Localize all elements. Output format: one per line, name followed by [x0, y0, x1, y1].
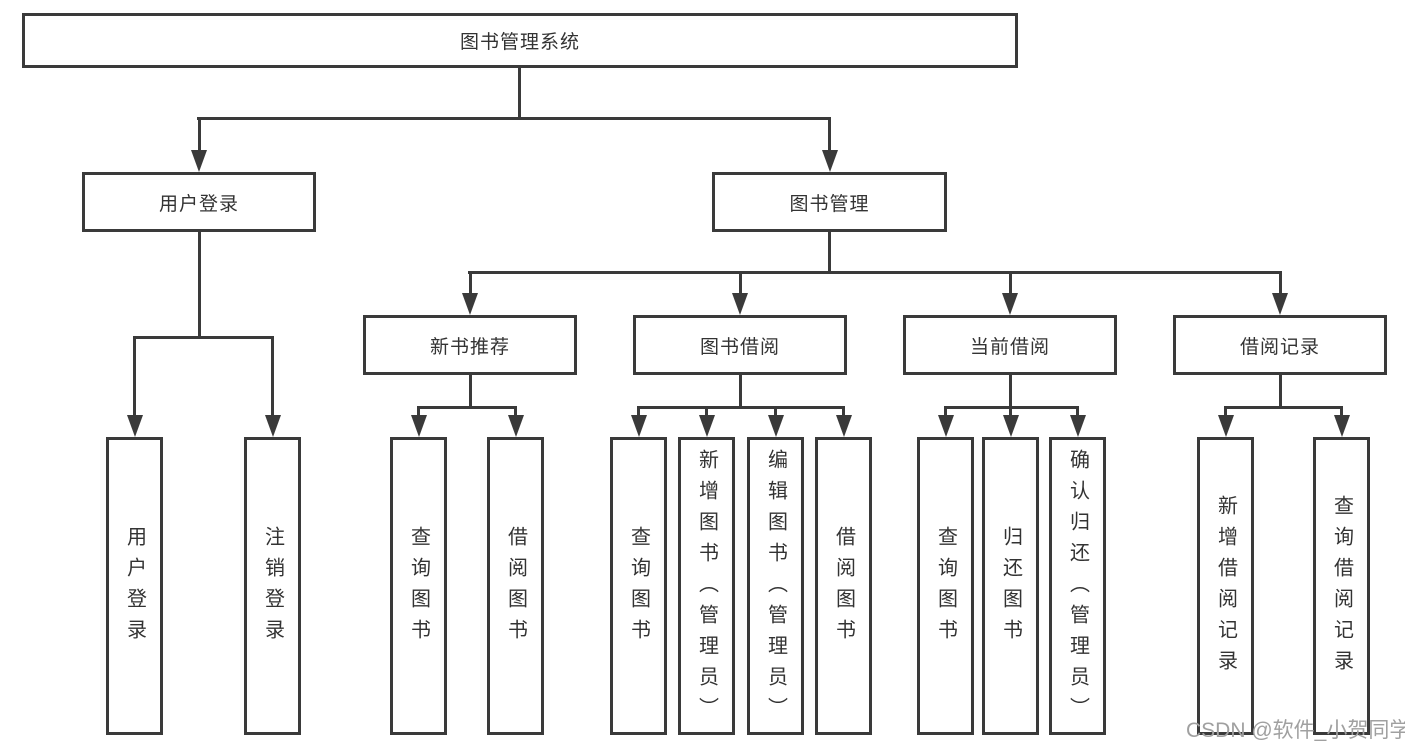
connector-book-management-stub — [828, 232, 831, 272]
leaf-add-book-admin: 新增图书（管理员） — [678, 437, 735, 735]
connector-drop-leaf — [944, 406, 947, 418]
connector-records-bus — [1224, 406, 1343, 409]
leaf-query-books-borrow: 查询图书 — [610, 437, 667, 735]
leaf-edit-book-admin: 编辑图书（管理员） — [747, 437, 804, 735]
connector-recommend-stub — [469, 375, 472, 407]
arrowhead-icon — [938, 415, 954, 437]
connector-drop-records — [1279, 271, 1282, 295]
leaf-borrow-books: 借阅图书 — [815, 437, 872, 735]
connector-drop-leaf — [637, 406, 640, 418]
arrowhead-icon — [699, 415, 715, 437]
connector-drop-leaf — [271, 336, 274, 420]
node-new-book-recommend: 新书推荐 — [363, 315, 577, 375]
leaf-query-books-current: 查询图书 — [917, 437, 974, 735]
arrowhead-icon — [732, 293, 748, 315]
leaf-user-login: 用户登录 — [106, 437, 163, 735]
arrowhead-icon — [836, 415, 852, 437]
arrowhead-icon — [127, 415, 143, 437]
leaf-query-borrow-record: 查询借阅记录 — [1313, 437, 1370, 735]
node-current-borrow: 当前借阅 — [903, 315, 1117, 375]
connector-drop-user-login — [198, 117, 201, 156]
connector-recommend-bus — [417, 406, 517, 409]
arrowhead-icon — [1003, 415, 1019, 437]
node-borrow-records: 借阅记录 — [1173, 315, 1387, 375]
connector-drop-current — [1009, 271, 1012, 295]
arrowhead-icon — [508, 415, 524, 437]
connector-drop-leaf — [1224, 406, 1227, 418]
arrowhead-icon — [1272, 293, 1288, 315]
arrowhead-icon — [1218, 415, 1234, 437]
leaf-return-book: 归还图书 — [982, 437, 1039, 735]
connector-borrow-bus — [637, 406, 845, 409]
connector-user-login-stub — [198, 232, 201, 337]
node-book-borrow: 图书借阅 — [633, 315, 847, 375]
connector-user-login-bus — [133, 336, 274, 339]
connector-level1-bus — [197, 117, 831, 120]
connector-drop-leaf — [1076, 406, 1079, 418]
arrowhead-icon — [411, 415, 427, 437]
connector-drop-leaf — [842, 406, 845, 418]
node-root: 图书管理系统 — [22, 13, 1018, 68]
connector-drop-leaf — [1340, 406, 1343, 418]
connector-drop-recommend — [469, 271, 472, 295]
arrowhead-icon — [1002, 293, 1018, 315]
connector-drop-leaf — [705, 406, 708, 418]
arrowhead-icon — [768, 415, 784, 437]
connector-current-stub — [1009, 375, 1012, 407]
arrowhead-icon — [631, 415, 647, 437]
connector-records-stub — [1279, 375, 1282, 407]
connector-drop-leaf — [514, 406, 517, 418]
connector-root-stub — [518, 68, 521, 118]
leaf-logout: 注销登录 — [244, 437, 301, 735]
arrowhead-icon — [822, 150, 838, 172]
connector-drop-leaf — [774, 406, 777, 418]
arrowhead-icon — [1070, 415, 1086, 437]
connector-borrow-stub — [739, 375, 742, 407]
arrowhead-icon — [265, 415, 281, 437]
connector-drop-borrow — [739, 271, 742, 295]
leaf-add-borrow-record: 新增借阅记录 — [1197, 437, 1254, 735]
csdn-watermark: CSDN @软件_小贺同学 — [1186, 719, 1405, 742]
connector-drop-leaf — [417, 406, 420, 418]
node-book-management: 图书管理 — [712, 172, 947, 232]
node-user-login: 用户登录 — [82, 172, 316, 232]
connector-level2-bus — [468, 271, 1282, 274]
leaf-confirm-return-admin: 确认归还（管理员） — [1049, 437, 1106, 735]
arrowhead-icon — [191, 150, 207, 172]
connector-drop-book-management — [828, 117, 831, 156]
arrowhead-icon — [462, 293, 478, 315]
arrowhead-icon — [1334, 415, 1350, 437]
connector-drop-leaf — [133, 336, 136, 420]
leaf-borrow-books-recommend: 借阅图书 — [487, 437, 544, 735]
leaf-query-books-recommend: 查询图书 — [390, 437, 447, 735]
connector-drop-leaf — [1009, 406, 1012, 418]
